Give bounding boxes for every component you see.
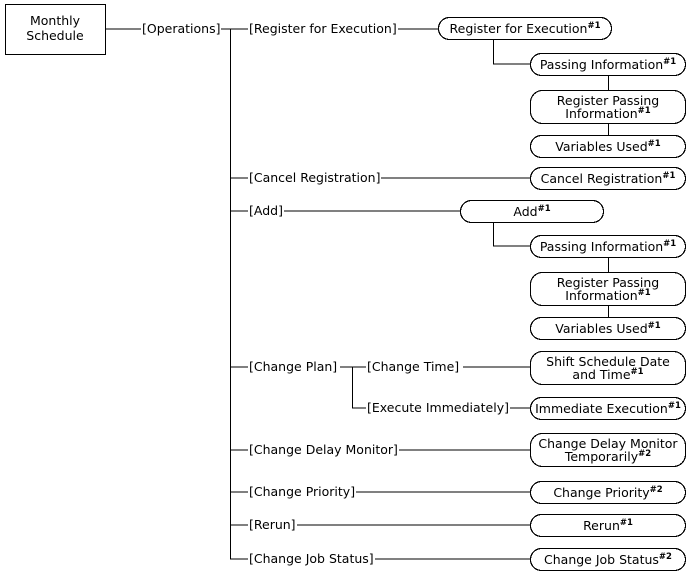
shape-register-for-execution [437,16,613,41]
branch-label-change-job-status[interactable]: [Change Job Status] [248,551,375,566]
shape-change-priority [529,480,687,505]
branch-label-change-plan[interactable]: [Change Plan] [248,359,339,374]
root-box [4,3,107,56]
shape-register-passing-information-1 [529,89,687,125]
branch-label-change-priority[interactable]: [Change Priority] [248,484,357,499]
shape-passing-information-2 [529,234,687,259]
shape-add [459,199,605,224]
shape-change-delay-monitor-temporarily [529,432,687,468]
shape-immediate-execution [529,396,687,421]
shape-register-passing-information-2 [529,271,687,307]
shape-passing-information-1 [529,52,687,77]
shape-variables-used-1 [529,134,687,159]
root-box-label: Monthly Schedule [5,13,105,43]
edge-add-to-passing-2 [492,223,530,247]
shape-cancel-registration [529,166,687,191]
root-label-line2: Schedule [26,28,84,43]
branch-label-register-for-execution[interactable]: [Register for Execution] [248,21,398,36]
branch-label-operations[interactable]: [Operations] [141,21,222,36]
branch-label-cancel-registration[interactable]: [Cancel Registration] [248,170,382,185]
shape-shift-schedule-date-and-time [529,350,687,386]
branch-label-change-delay-monitor[interactable]: [Change Delay Monitor] [248,442,399,457]
branch-label-add[interactable]: [Add] [248,203,284,218]
shape-change-job-status [529,547,687,572]
edge-register-to-passing-1 [492,38,530,65]
branch-label-rerun[interactable]: [Rerun] [248,517,297,532]
branch-label-change-time[interactable]: [Change Time] [366,359,461,374]
root-label-line1: Monthly [29,13,81,28]
shape-rerun [529,513,687,538]
shape-variables-used-2 [529,316,687,341]
branch-label-execute-immediately[interactable]: [Execute Immediately] [366,400,510,415]
